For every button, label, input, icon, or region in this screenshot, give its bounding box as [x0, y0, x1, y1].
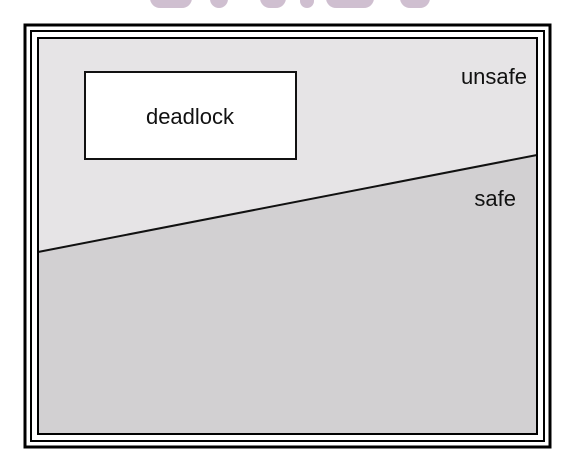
safe-unsafe-boundary — [37, 154, 538, 253]
unsafe-label: unsafe — [461, 64, 527, 89]
deadlock-box — [84, 71, 297, 160]
safe-region — [38, 155, 537, 434]
safe-label: safe — [474, 186, 516, 211]
inner-frame — [37, 37, 538, 435]
cropped-title-remnant — [150, 0, 480, 14]
middle-frame — [30, 30, 545, 442]
deadlock-label: deadlock — [146, 104, 235, 129]
